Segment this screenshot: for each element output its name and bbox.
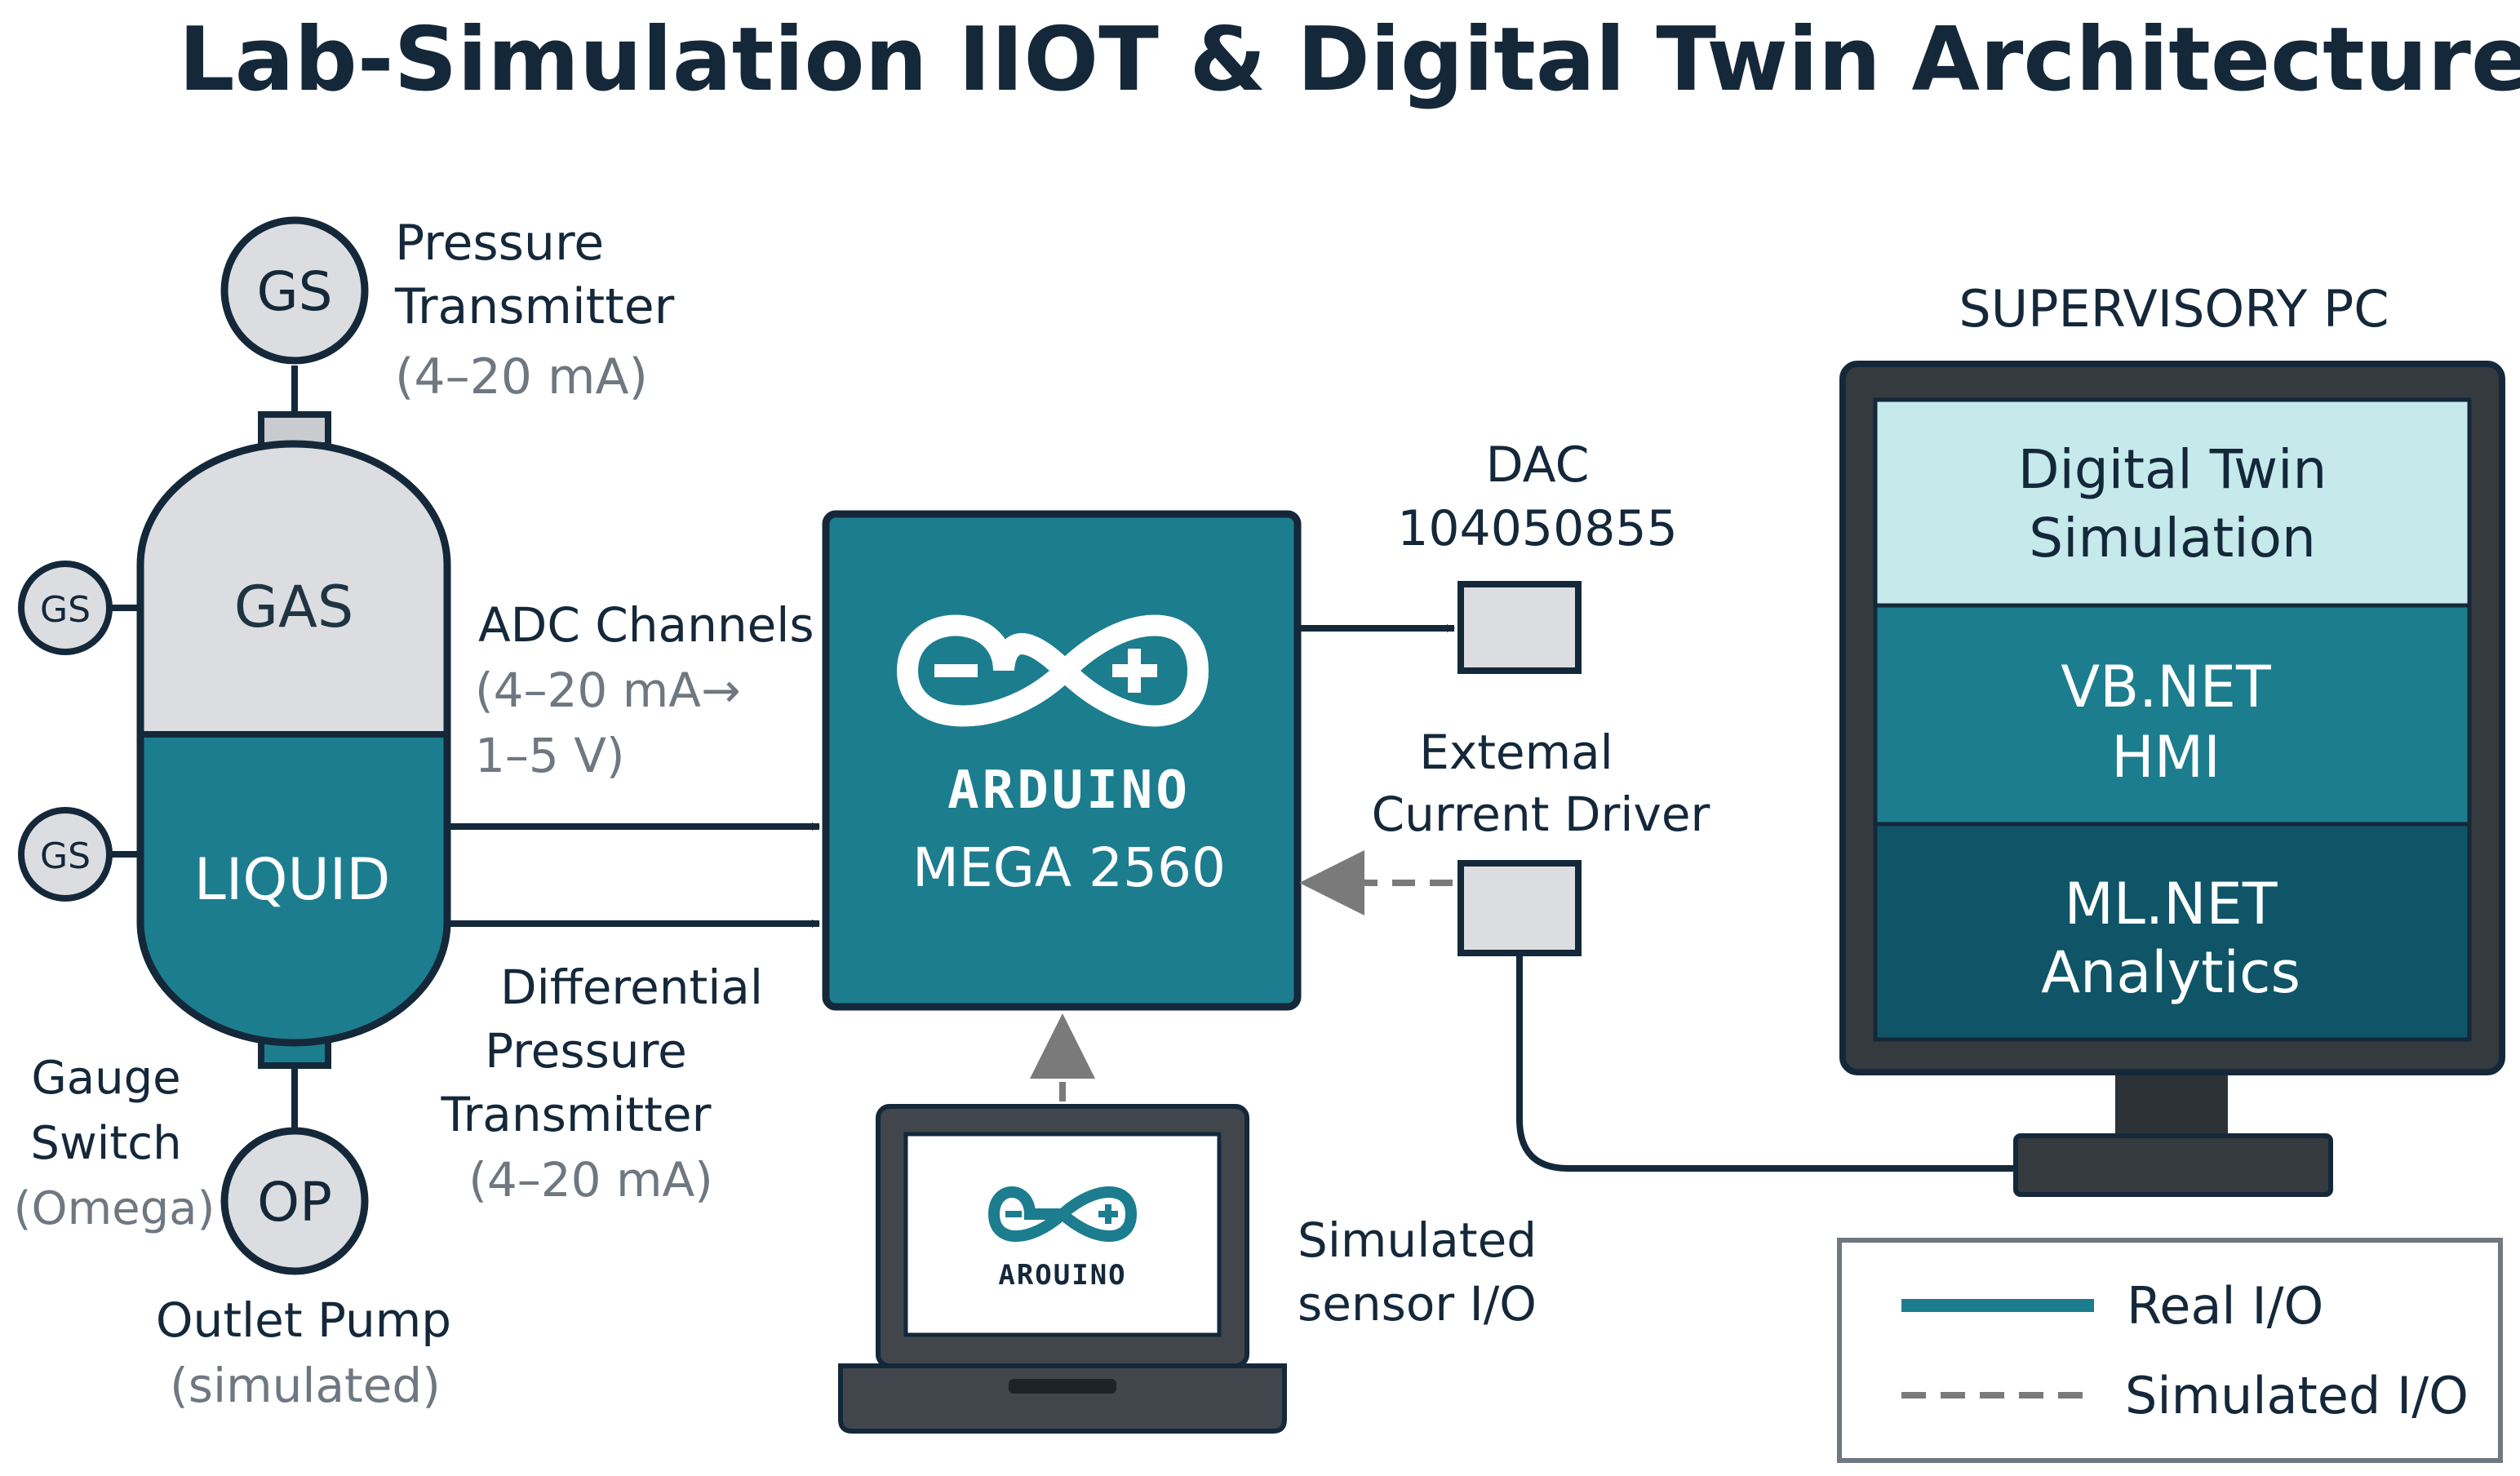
simulated-sensor-line2: sensor I/O (1298, 1276, 1537, 1332)
tank-vessel (136, 366, 451, 1131)
laptop-icon (838, 1104, 1287, 1434)
layer-mlnet-analytics (1873, 822, 2472, 1042)
gas-label: GAS (234, 574, 354, 640)
gauge-switch-upper-label: GS (40, 589, 91, 631)
gauge-switch-line1: Gauge (31, 1052, 180, 1105)
current-driver-module (1457, 860, 1582, 956)
layer-mlnet-line1: ML.NET (2065, 871, 2278, 937)
gauge-switch-line2: Switch (30, 1117, 181, 1170)
adc-line1: ADC Channels (478, 597, 814, 653)
layer-digital-twin-line1: Digital Twin (2018, 438, 2327, 501)
adc-line3: 1–5 V) (475, 728, 625, 783)
differential-line2: Pressure (485, 1023, 687, 1079)
legend-simulated-label: Simulated I/O (2125, 1366, 2469, 1425)
pc-title: SUPERVISORY PC (1959, 279, 2389, 339)
driver-to-pc-cable (1516, 953, 2016, 1172)
layer-digital-twin (1873, 397, 2472, 608)
page-title: Lab-Simulation IIOT & Digital Twin Archi… (179, 9, 2520, 111)
outlet-pump-line2: (simulated) (170, 1358, 441, 1413)
legend-real-label: Real I/O (2127, 1276, 2323, 1336)
dac-module (1457, 581, 1582, 674)
differential-line1: Differential (500, 960, 763, 1015)
pressure-transmitter-line1: Pressure (395, 215, 604, 272)
pressure-transmitter-line3: (4–20 mA) (395, 348, 648, 406)
pressure-transmitter-line2: Transmitter (394, 278, 675, 335)
layer-vbnet-hmi (1873, 603, 2472, 827)
outlet-pump-line1: Outlet Pump (156, 1292, 451, 1348)
arduino-infinity-logo-icon (896, 614, 1209, 727)
gauge-switch-upper-icon (18, 561, 113, 655)
pressure-gauge-icon (220, 216, 369, 365)
layer-vbnet-line1: VB.NET (2061, 654, 2271, 720)
layer-digital-twin-line2: Simulation (2029, 507, 2316, 570)
laptop-arduino-logo-icon (987, 1186, 1138, 1242)
current-driver-line1: Extemal (1419, 725, 1613, 780)
liquid-label: LIQUID (194, 846, 391, 913)
layer-vbnet-line2: HMI (2111, 724, 2221, 791)
pressure-gauge-label: GS (256, 260, 332, 323)
dac-line1: DAC (1485, 437, 1589, 494)
arduino-model-label: MEGA 2560 (912, 836, 1226, 899)
current-driver-line2: Current Driver (1372, 787, 1710, 842)
arduino-brand-label: ARDUINO (947, 760, 1191, 821)
adc-line2: (4–20 mA→ (475, 663, 741, 718)
outlet-pump-icon (220, 1127, 369, 1275)
outlet-pump-label: OP (257, 1171, 332, 1234)
differential-line3: Transmitter (441, 1087, 712, 1142)
simulated-sensor-line1: Simulated (1298, 1212, 1537, 1268)
differential-line4: (4–20 mA) (468, 1152, 713, 1208)
gauge-switch-lower-label: GS (40, 836, 91, 877)
layer-mlnet-line2: Analytics (2041, 939, 2300, 1006)
gauge-switch-line3: (Omega) (14, 1182, 215, 1235)
laptop-logo-text: AROUINO (998, 1259, 1126, 1292)
legend-box (1837, 1238, 2503, 1463)
gauge-switch-lower-icon (18, 807, 113, 902)
dac-line2: 104050855 (1397, 500, 1678, 557)
